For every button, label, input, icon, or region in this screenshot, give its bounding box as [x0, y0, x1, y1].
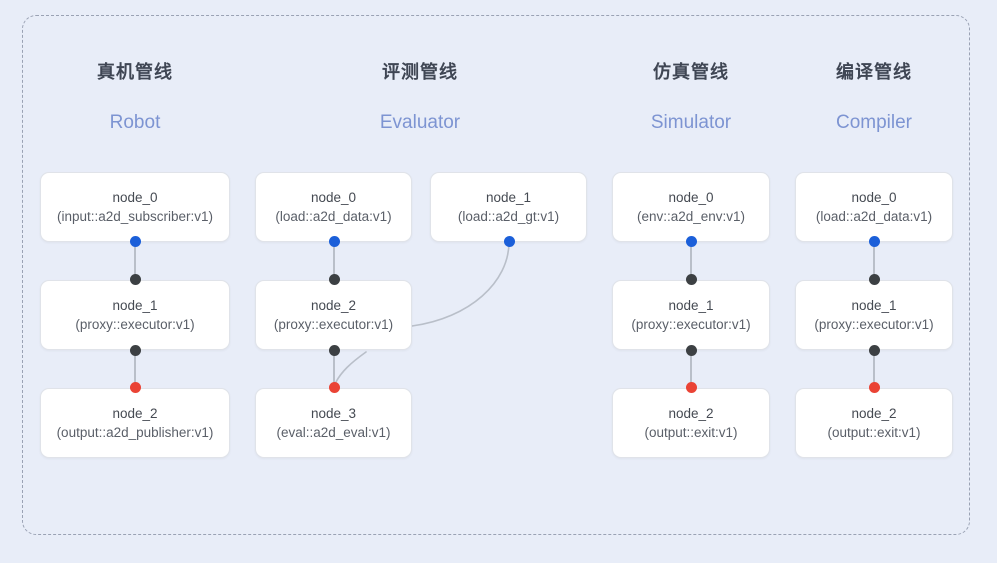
port-input-dot-simulator-2[interactable] [685, 381, 697, 393]
node-robot-2[interactable]: node_2 (output::a2d_publisher:v1) [40, 388, 230, 458]
edge-compiler-0-1 [873, 241, 875, 280]
node-robot-0[interactable]: node_0 (input::a2d_subscriber:v1) [40, 172, 230, 242]
node-id: node_2 [310, 298, 357, 313]
node-id: node_0 [668, 190, 714, 205]
node-compiler-0[interactable]: node_0 (load::a2d_data:v1) [795, 172, 953, 242]
node-robot-1[interactable]: node_1 (proxy::executor:v1) [40, 280, 230, 350]
edge-evaluator-2-3 [333, 349, 335, 388]
edge-evaluator-gt-to-eval [411, 241, 510, 327]
node-spec: (output::exit:v1) [827, 425, 921, 440]
node-simulator-0[interactable]: node_0 (env::a2d_env:v1) [612, 172, 770, 242]
node-id: node_1 [851, 298, 897, 313]
node-compiler-2[interactable]: node_2 (output::exit:v1) [795, 388, 953, 458]
edge-simulator-0-1 [690, 241, 692, 280]
node-evaluator-2[interactable]: node_2 (proxy::executor:v1) [255, 280, 412, 350]
edge-evaluator-0-2 [333, 241, 335, 280]
edge-evaluator-gt-to-eval-tail [333, 351, 367, 387]
node-spec: (proxy::executor:v1) [75, 317, 195, 332]
node-id: node_3 [310, 406, 357, 421]
port-input-dot-simulator-1[interactable] [685, 273, 697, 285]
node-simulator-1[interactable]: node_1 (proxy::executor:v1) [612, 280, 770, 350]
edge-robot-0-1 [134, 241, 136, 280]
port-output-dot-evaluator-2[interactable] [328, 344, 340, 356]
node-spec: (output::exit:v1) [644, 425, 738, 440]
node-simulator-2[interactable]: node_2 (output::exit:v1) [612, 388, 770, 458]
node-evaluator-gt[interactable]: node_1 (load::a2d_gt:v1) [430, 172, 587, 242]
node-spec: (load::a2d_data:v1) [275, 209, 392, 224]
port-output-dot-compiler-1[interactable] [868, 344, 880, 356]
node-spec: (env::a2d_env:v1) [636, 209, 746, 224]
node-id: node_2 [112, 406, 158, 421]
port-input-dot-compiler-1[interactable] [868, 273, 880, 285]
node-spec: (proxy::executor:v1) [631, 317, 751, 332]
pipeline-group-frame [22, 15, 970, 535]
node-spec: (proxy::executor:v1) [273, 317, 394, 332]
edge-robot-1-2 [134, 349, 136, 388]
node-spec: (output::a2d_publisher:v1) [56, 425, 214, 440]
port-output-dot-robot-0[interactable] [129, 235, 141, 247]
node-id: node_2 [668, 406, 714, 421]
node-id: node_1 [668, 298, 714, 313]
port-input-dot-compiler-2[interactable] [868, 381, 880, 393]
node-compiler-1[interactable]: node_1 (proxy::executor:v1) [795, 280, 953, 350]
port-input-dot-robot-1[interactable] [129, 273, 141, 285]
node-id: node_0 [851, 190, 897, 205]
node-id: node_2 [851, 406, 897, 421]
node-id: node_0 [112, 190, 158, 205]
edge-simulator-1-2 [690, 349, 692, 388]
port-input-dot-evaluator-3[interactable] [328, 381, 340, 393]
node-id: node_1 [485, 190, 532, 205]
node-evaluator-0[interactable]: node_0 (load::a2d_data:v1) [255, 172, 412, 242]
edge-compiler-1-2 [873, 349, 875, 388]
node-spec: (proxy::executor:v1) [814, 317, 934, 332]
node-spec: (load::a2d_data:v1) [815, 209, 933, 224]
node-id: node_1 [112, 298, 158, 313]
node-evaluator-3[interactable]: node_3 (eval::a2d_eval:v1) [255, 388, 412, 458]
port-output-dot-simulator-0[interactable] [685, 235, 697, 247]
node-spec: (input::a2d_subscriber:v1) [56, 209, 214, 224]
port-output-dot-evaluator-gt[interactable] [503, 235, 515, 247]
port-output-dot-evaluator-0[interactable] [328, 235, 340, 247]
port-output-dot-simulator-1[interactable] [685, 344, 697, 356]
port-input-dot-robot-2[interactable] [129, 381, 141, 393]
port-output-dot-compiler-0[interactable] [868, 235, 880, 247]
node-spec: (load::a2d_gt:v1) [457, 209, 560, 224]
node-id: node_0 [310, 190, 357, 205]
port-output-dot-robot-1[interactable] [129, 344, 141, 356]
node-spec: (eval::a2d_eval:v1) [276, 425, 391, 440]
port-input-dot-evaluator-2[interactable] [328, 273, 340, 285]
